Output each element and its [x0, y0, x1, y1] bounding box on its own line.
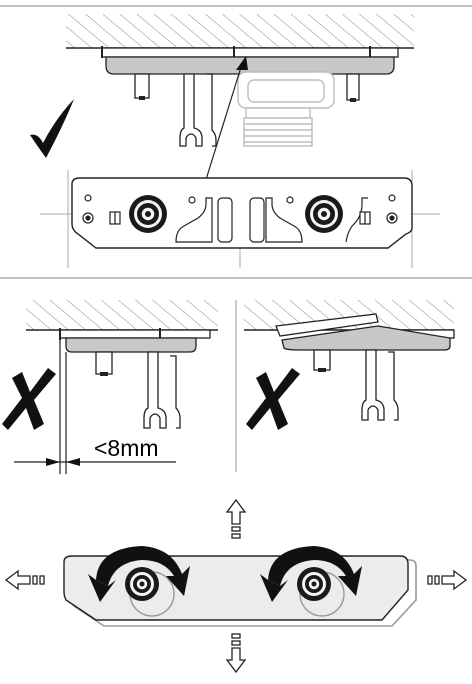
- cross-mark-icon: [246, 368, 300, 430]
- panel-top-correct: [30, 14, 440, 268]
- valve-body: [237, 71, 335, 147]
- rotate-arrow-icon: [88, 546, 190, 602]
- nut-left-icon: [128, 194, 168, 234]
- panel-middle-right-incorrect: [244, 300, 455, 430]
- arrow-down-icon: [225, 633, 247, 674]
- gray-gasket-tilted: [281, 325, 451, 351]
- panel-bottom-adjustment: [4, 498, 468, 674]
- cross-mark-icon: [2, 368, 56, 430]
- nut-right-icon: [296, 566, 332, 602]
- nut-left-icon: [124, 566, 160, 602]
- nut-right-icon: [304, 194, 344, 234]
- screw-right: [346, 73, 360, 101]
- gray-gasket: [105, 56, 395, 75]
- gap-dimension-label: <8mm: [94, 435, 159, 461]
- mounting-plate: [101, 47, 399, 58]
- panel-dividers: [0, 5, 472, 472]
- ceiling-hatch: [26, 300, 218, 330]
- slotted-hanger: [361, 349, 385, 421]
- tilted-mounting-plate: [275, 313, 379, 337]
- slotted-hanger: [179, 73, 203, 147]
- gray-gasket: [65, 337, 197, 353]
- rotate-arrow-icon: [260, 546, 362, 602]
- arrow-up-icon: [225, 498, 247, 539]
- slotted-hanger: [143, 351, 167, 429]
- panel-middle-left-incorrect: <8mm: [2, 300, 218, 474]
- check-mark-icon: [30, 99, 74, 158]
- ceiling-hatch: [66, 14, 414, 48]
- arrow-left-icon: [4, 569, 45, 591]
- arrow-right-icon: [427, 569, 468, 591]
- screw-left: [134, 73, 150, 99]
